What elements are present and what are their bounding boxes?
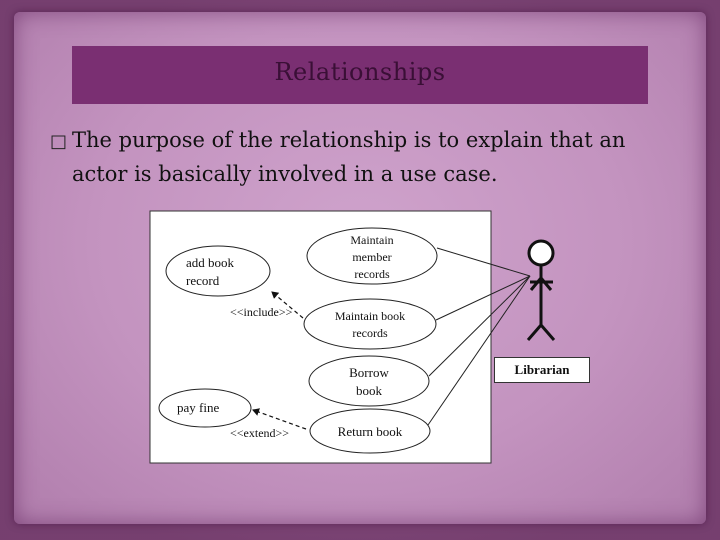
use-case-borrow-book: Borrow book — [308, 355, 430, 407]
use-case-label: Borrow — [349, 365, 389, 380]
actor-associations — [427, 247, 531, 426]
use-case-label: book — [356, 383, 383, 398]
bullet-icon: □ — [50, 131, 68, 152]
bullet-text-line-2: actor is basically involved in a use cas… — [72, 162, 498, 186]
extend-relationship: <<extend>> — [230, 408, 307, 440]
use-case-pay-fine: pay fine — [158, 388, 252, 428]
bullet-text-line-1: The purpose of the relationship is to ex… — [72, 128, 626, 152]
include-label: <<include>> — [230, 305, 293, 319]
extend-label: <<extend>> — [230, 426, 289, 440]
use-case-label: member — [352, 250, 391, 264]
use-case-label: record — [186, 273, 220, 288]
use-case-maintain-member-records: Maintain member records — [306, 227, 438, 285]
use-case-label: Maintain book — [335, 309, 405, 323]
librarian-actor-icon — [526, 239, 556, 341]
use-case-maintain-book-records: Maintain book records — [303, 298, 437, 350]
use-case-label: pay fine — [177, 400, 219, 415]
use-case-label: records — [354, 267, 390, 281]
title-bar — [72, 46, 648, 104]
slide-title: Relationships — [274, 58, 446, 86]
use-case-label: records — [352, 326, 388, 340]
use-case-add-book-record: add book record — [165, 245, 271, 297]
include-relationship: <<include>> — [230, 291, 304, 319]
use-case-return-book: Return book — [309, 408, 431, 454]
bullet-paragraph: □The purpose of the relationship is to e… — [50, 124, 690, 190]
use-case-label: Maintain — [350, 233, 393, 247]
actor-label-librarian: Librarian — [494, 357, 590, 383]
use-case-label: add book — [186, 255, 235, 270]
use-case-label: Return book — [338, 424, 403, 439]
